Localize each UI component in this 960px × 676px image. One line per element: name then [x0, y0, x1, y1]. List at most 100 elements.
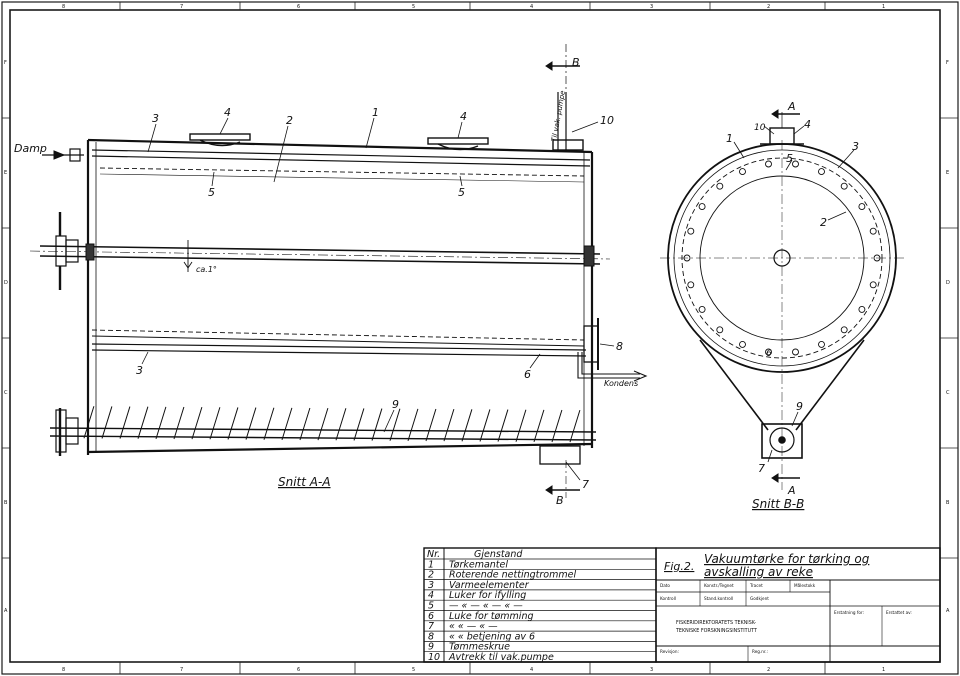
parts-row-number: 3: [428, 580, 434, 591]
parts-header-nr: Nr.: [427, 549, 440, 560]
parts-row-number: 2: [428, 570, 434, 581]
zone-right-e: E: [946, 170, 949, 176]
drawing-title-line2: avskalling av reke: [704, 565, 813, 579]
parts-row-number: 5: [428, 601, 434, 612]
heating-tube: [840, 182, 848, 190]
zone-ticks-bottom: [119, 662, 826, 674]
parts-row-description: « « betjening av 6: [449, 631, 535, 642]
callout-bb-9: 9: [796, 400, 803, 413]
callout-aa-4-right: 4: [460, 110, 467, 123]
parts-row-number: 9: [428, 642, 434, 653]
callout-aa-3-bottom: 3: [136, 364, 143, 377]
zone-bottom-6: 6: [297, 667, 300, 673]
heating-tube: [687, 227, 695, 235]
zone-top-8: 8: [62, 4, 65, 10]
heating-tube: [765, 348, 772, 356]
heating-tube: [683, 254, 691, 262]
callout-aa-4-left: 4: [224, 106, 231, 119]
steam-label: Damp: [14, 142, 47, 155]
zone-right-a: A: [946, 608, 950, 614]
condensate-label: Kondens: [604, 379, 638, 388]
callout-aa-10: 10: [600, 114, 614, 127]
callout-aa-2: 2: [286, 114, 293, 127]
approved-field-label: Godkjent: [750, 596, 769, 601]
heating-element-bottom: [91, 343, 587, 357]
heating-tube: [716, 326, 724, 334]
parts-row-number: 6: [428, 611, 434, 622]
parts-row-description: Tømmeskrue: [449, 642, 510, 653]
parts-row-description: Avtrekk til vak.pumpe: [448, 652, 554, 663]
zone-bottom-4: 4: [530, 667, 533, 673]
parts-header-item: Gjenstand: [474, 549, 523, 560]
drum-lower-edge: [91, 329, 585, 347]
parts-row-description: — « — « — « —: [449, 601, 523, 612]
callout-aa-7: 7: [582, 478, 589, 491]
section-a-a-title: Snitt A-A: [278, 475, 331, 489]
condensate-pipe: [577, 352, 648, 382]
vacuum-pump-label: Til vak. pumpe: [550, 90, 567, 142]
zone-bottom-5: 5: [412, 667, 415, 673]
vacuum-outlet-pipe: [552, 44, 584, 152]
callout-leaders: [141, 117, 615, 481]
heating-tube: [739, 340, 746, 348]
drying-shell: [86, 138, 594, 455]
heating-tube: [818, 168, 825, 176]
parts-row-description: « « — « —: [449, 621, 498, 632]
callout-aa-8: 8: [616, 340, 623, 353]
registration-field-label: Reg.nr.:: [752, 649, 768, 654]
rotating-drum-shaft: [29, 212, 611, 290]
heating-tubes-ring: [683, 160, 881, 356]
parts-row-number: 8: [428, 631, 434, 642]
callout-aa-5-right: 5: [458, 186, 465, 199]
parts-row-number: 1: [428, 559, 434, 570]
zone-bottom-8: 8: [62, 667, 65, 673]
heating-tube: [765, 160, 772, 168]
parts-row-number: 4: [428, 590, 434, 601]
zone-top-7: 7: [180, 4, 183, 10]
callout-bb-10: 10: [754, 123, 766, 133]
callout-aa-9: 9: [392, 398, 399, 411]
section-mark-a-bottom: A: [787, 484, 796, 497]
zone-right-b: B: [946, 500, 950, 506]
zone-top-6: 6: [297, 4, 300, 10]
heating-tube: [792, 348, 799, 356]
revision-field-label: Revisjon:: [660, 649, 679, 654]
callout-aa-1: 1: [372, 106, 379, 119]
heating-tube: [873, 254, 881, 262]
section-mark-b-bottom: B: [556, 494, 564, 507]
parts-row-description: Luke for tømming: [449, 611, 534, 622]
zone-left-c: C: [4, 390, 8, 396]
standard-check-field-label: Stand.kontroll: [704, 596, 733, 601]
screw-flight-lines: [83, 406, 581, 443]
angle-label: ca.1°: [196, 265, 217, 274]
heating-tube: [840, 326, 848, 334]
discharge-screw: [49, 406, 597, 465]
callout-bb-2: 2: [820, 216, 827, 229]
parts-row-description: Luker for ifylling: [449, 590, 526, 601]
section-b-b-title: Snitt B-B: [752, 497, 804, 511]
discharge-hopper: [699, 339, 865, 459]
heating-tube: [792, 160, 799, 168]
heating-tube: [858, 203, 866, 211]
section-mark-a-top: A: [787, 100, 796, 113]
zone-bottom-7: 7: [180, 667, 183, 673]
zone-top-3: 3: [650, 4, 653, 10]
callout-bb-1: 1: [726, 132, 733, 145]
date-field-label: Dato: [660, 583, 670, 588]
heating-tube: [858, 305, 866, 313]
heating-tube: [739, 168, 746, 176]
zone-right-c: C: [946, 390, 950, 396]
section-cut-marks: [545, 61, 580, 498]
title-block: Fig.2. Vakuumtørke for tørking og avskal…: [655, 547, 941, 663]
zone-bottom-2: 2: [767, 667, 770, 673]
section-cut-marks-b: [771, 109, 800, 483]
callout-bb-5: 5: [786, 152, 793, 165]
parts-row-description: Varmeelementer: [449, 580, 530, 591]
callout-bb-4: 4: [804, 118, 811, 131]
figure-label: Fig.2.: [664, 560, 694, 573]
zone-ticks-top: [119, 2, 826, 10]
discharge-hatch-operator: [583, 318, 599, 370]
zone-top-2: 2: [767, 4, 770, 10]
parts-row-description: Roterende nettingtrommel: [449, 570, 576, 581]
zone-ticks-sides: [2, 117, 958, 559]
